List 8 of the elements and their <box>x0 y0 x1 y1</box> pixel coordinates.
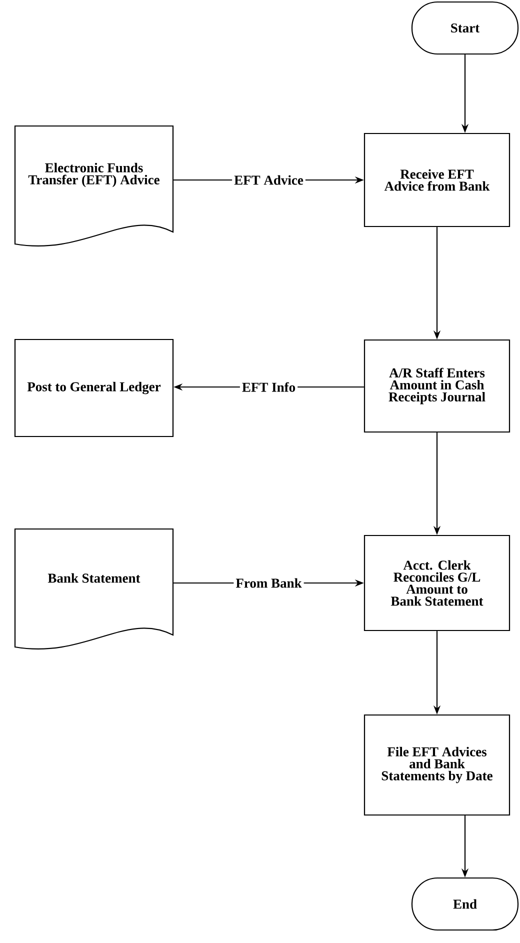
process-box: Acct. Clerk Reconciles G/L Amount to Bank Statement <box>364 534 510 632</box>
process-box: Post to General Ledger <box>14 338 174 438</box>
process-box: A/R Staff Enters Amount in Cash Receipts Journal <box>364 339 510 433</box>
edge-label: EFT Advice <box>232 173 306 187</box>
process-box: File EFT Advices and Bank Statements by Date <box>364 714 510 816</box>
edge-label: From Bank <box>234 576 304 590</box>
process-box: Receive EFT Advice from Bank <box>364 132 510 228</box>
edge-label: EFT Info <box>240 380 298 394</box>
